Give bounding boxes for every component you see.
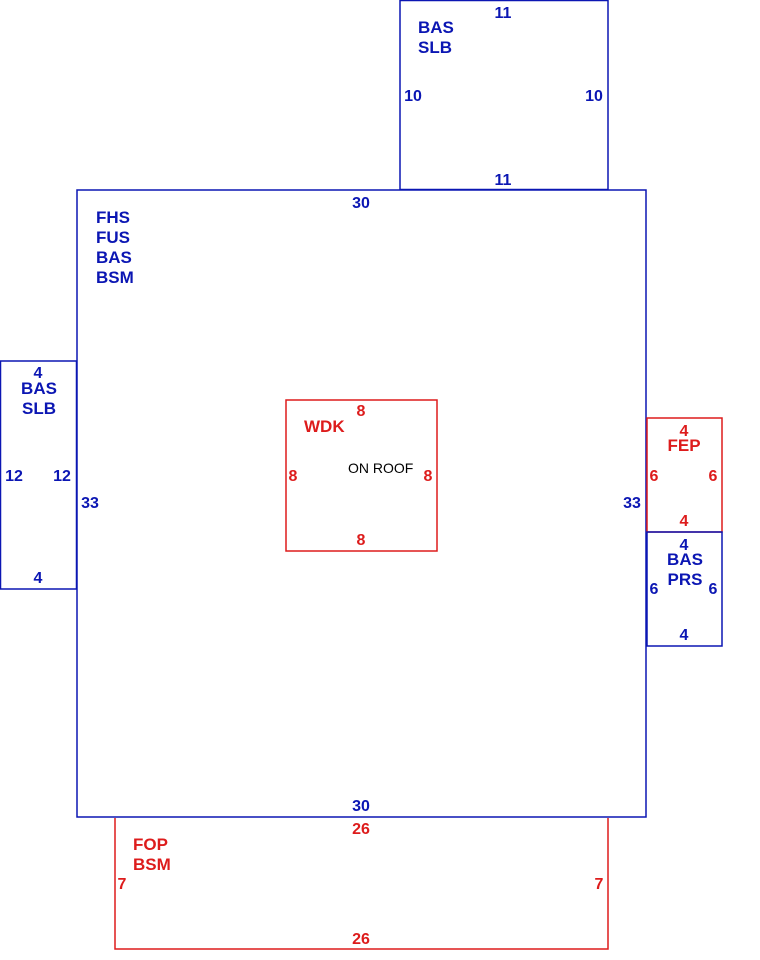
top-slab-dim-bottom: 11 [495, 172, 512, 189]
front-porch-outline [114, 818, 609, 950]
right-prs-dim-left: 6 [650, 581, 659, 598]
top-slab-code-1: BAS [418, 18, 454, 37]
left-slab-dim-bottom: 4 [34, 570, 43, 587]
main-house-section: FHS FUS BAS BSM 30 30 33 33 [76, 189, 647, 818]
right-prs-outline [646, 531, 723, 647]
roof-deck-dim-top: 8 [357, 403, 366, 420]
top-slab-dim-top: 11 [495, 5, 512, 22]
right-prs-section: 4 BAS PRS 6 6 4 [646, 531, 723, 647]
roof-deck-outline [285, 399, 438, 552]
left-slab-section: 4 BAS SLB 12 12 4 [0, 360, 78, 590]
top-slab-code-2: SLB [418, 38, 452, 57]
left-slab-dim-right: 12 [53, 468, 71, 485]
left-slab-dim-top: 4 [34, 365, 43, 382]
front-porch-code-1: FOP [133, 835, 168, 854]
enclosed-porch-dim-bottom: 4 [680, 513, 689, 530]
left-slab-outline [0, 360, 78, 590]
main-house-outline [76, 189, 647, 818]
left-slab-dim-left: 12 [5, 468, 23, 485]
roof-deck-code: WDK [304, 417, 345, 436]
front-porch-dim-bottom: 26 [352, 931, 370, 948]
main-dim-left: 33 [81, 495, 99, 512]
roof-deck-section: WDK ON ROOF 8 8 8 8 [285, 399, 438, 552]
front-porch-section: FOP BSM 26 26 7 7 [114, 818, 609, 950]
main-dim-bottom: 30 [352, 798, 370, 815]
roof-deck-dim-left: 8 [289, 468, 298, 485]
main-dim-right: 33 [623, 495, 641, 512]
top-slab-dim-left: 10 [404, 88, 422, 105]
main-dim-top: 30 [352, 195, 370, 212]
front-porch-dim-right: 7 [595, 876, 604, 893]
front-porch-dim-top: 26 [352, 821, 370, 838]
roof-deck-dim-bottom: 8 [357, 532, 366, 549]
left-slab-code-1: BAS [21, 379, 57, 398]
right-prs-code-1: BAS [667, 550, 703, 569]
enclosed-porch-dim-left: 6 [650, 468, 659, 485]
main-code-3: BAS [96, 248, 132, 267]
front-porch-dim-left: 7 [118, 876, 127, 893]
main-code-2: FUS [96, 228, 130, 247]
left-slab-code-2: SLB [22, 399, 56, 418]
enclosed-porch-dim-right: 6 [709, 468, 718, 485]
top-slab-section: BAS SLB 11 11 10 10 [399, 0, 609, 191]
right-prs-dim-top: 4 [680, 537, 689, 554]
roof-deck-note: ON ROOF [348, 460, 413, 476]
main-code-4: BSM [96, 268, 134, 287]
right-prs-dim-right: 6 [709, 581, 718, 598]
right-prs-dim-bottom: 4 [680, 627, 689, 644]
main-code-1: FHS [96, 208, 130, 227]
enclosed-porch-dim-top: 4 [680, 423, 689, 440]
front-porch-code-2: BSM [133, 855, 171, 874]
roof-deck-dim-right: 8 [424, 468, 433, 485]
enclosed-porch-section: 4 FEP 6 6 4 [646, 417, 723, 533]
enclosed-porch-code: FEP [667, 436, 700, 455]
right-prs-code-2: PRS [668, 570, 703, 589]
top-slab-dim-right: 10 [585, 88, 603, 105]
